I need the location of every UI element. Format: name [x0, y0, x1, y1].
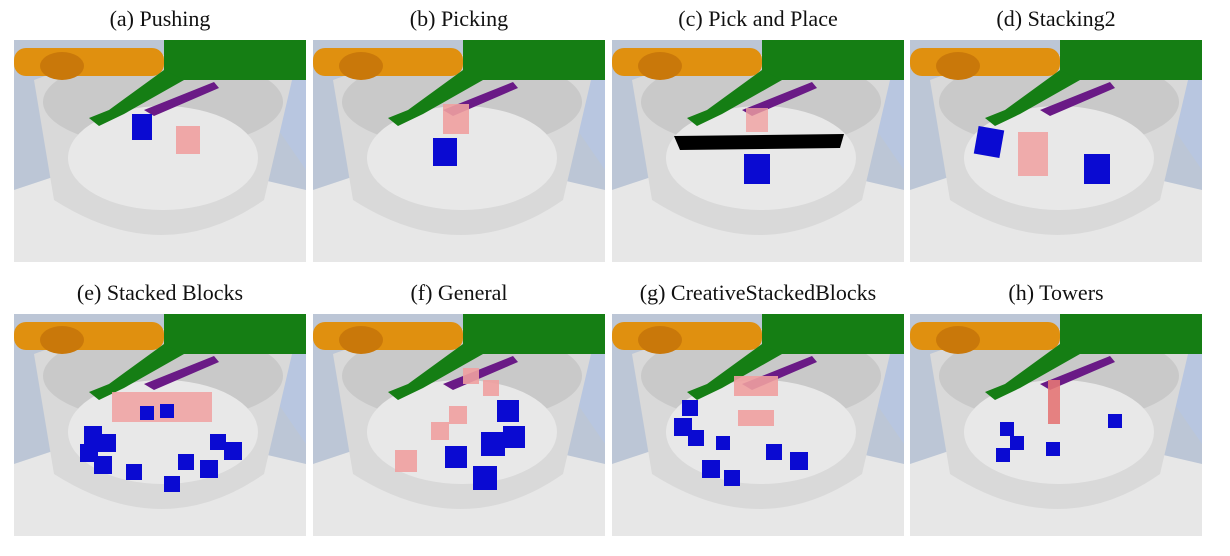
scene-picking — [313, 40, 605, 262]
scene-creative-stacked-blocks — [612, 314, 904, 536]
panel-stacked-blocks: (e) Stacked Blocks — [14, 276, 306, 536]
panel-pushing: (a) Pushing — [14, 2, 306, 262]
scene-render — [14, 314, 306, 536]
scene-render — [910, 40, 1202, 262]
scene-render — [313, 40, 605, 262]
scene-render — [313, 314, 605, 536]
scene-general — [313, 314, 605, 536]
panel-general: (f) General — [313, 276, 605, 536]
scene-render — [612, 314, 904, 536]
panel-caption: (e) Stacked Blocks — [76, 280, 244, 305]
panel-pick-and-place: (c) Pick and Place — [612, 2, 904, 262]
panel-stacking2: (d) Stacking2 — [910, 2, 1202, 262]
panel-caption: (b) Picking — [409, 6, 509, 31]
panel-caption: (a) Pushing — [109, 6, 211, 31]
panel-caption: (c) Pick and Place — [678, 6, 838, 31]
scene-pushing — [14, 40, 306, 262]
scene-render — [910, 314, 1202, 536]
scene-stacking2 — [910, 40, 1202, 262]
panel-caption: (g) CreativeStackedBlocks — [639, 280, 877, 305]
barrier-bar — [674, 134, 844, 150]
panel-creative-stacked-blocks: (g) CreativeStackedBlocks — [612, 276, 904, 536]
panel-caption: (f) General — [410, 280, 508, 305]
scene-towers — [910, 314, 1202, 536]
scene-pick-and-place — [612, 40, 904, 262]
panel-picking: (b) Picking — [313, 2, 605, 262]
scene-render — [14, 40, 306, 262]
panel-caption: (h) Towers — [1008, 280, 1104, 305]
panel-caption: (d) Stacking2 — [996, 6, 1116, 31]
scene-render — [612, 40, 904, 262]
scene-stacked-blocks — [14, 314, 306, 536]
panel-towers: (h) Towers — [910, 276, 1202, 536]
